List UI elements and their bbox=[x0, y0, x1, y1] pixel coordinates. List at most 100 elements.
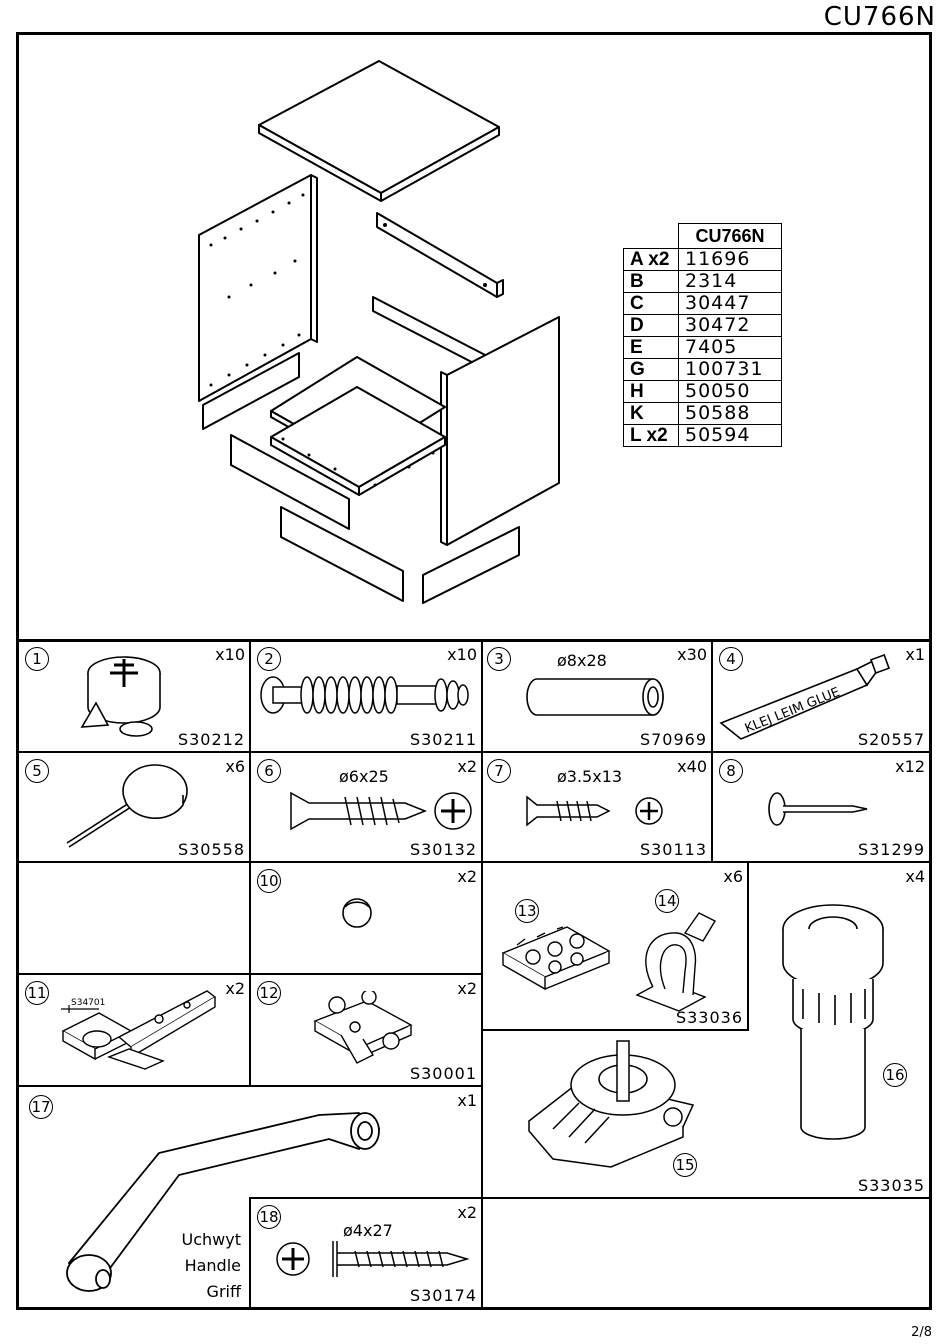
hardware-cell-8: 8 x12 S31299 bbox=[713, 753, 929, 861]
item-quantity: x2 bbox=[457, 757, 477, 776]
hardware-cell-4: 4 x1 KLEJ LEIM GLUE S20557 bbox=[713, 641, 929, 751]
item-quantity: x30 bbox=[677, 645, 707, 664]
item-quantity: x40 bbox=[677, 757, 707, 776]
grid-divider bbox=[711, 639, 713, 861]
part-key: D bbox=[623, 314, 679, 337]
item-number: 12 bbox=[257, 981, 281, 1005]
handle-caption: Uchwyt Handle Griff bbox=[169, 1227, 241, 1305]
page-number: 2/8 bbox=[911, 1325, 932, 1340]
item-number: 13 bbox=[515, 899, 539, 923]
item-code: S33035 bbox=[857, 1176, 925, 1195]
hardware-cell-10: 10 x2 bbox=[251, 863, 481, 973]
parts-table-title: CU766N bbox=[678, 223, 782, 249]
grid-divider bbox=[249, 1197, 929, 1199]
hardware-cell-2: 2 x10 S30211 bbox=[251, 641, 481, 751]
grid-divider bbox=[481, 639, 483, 1307]
item-code: S30174 bbox=[409, 1286, 477, 1305]
item-number: 7 bbox=[487, 759, 511, 783]
part-key: A x2 bbox=[623, 248, 679, 271]
handle-label-de: Griff bbox=[206, 1282, 241, 1301]
plinth-clip-drawing bbox=[635, 912, 716, 1012]
part-key: H bbox=[623, 380, 679, 403]
cam-lock-drawing bbox=[80, 656, 161, 737]
item-quantity: x10 bbox=[215, 645, 245, 664]
part-value: 30447 bbox=[678, 292, 782, 315]
part-value: 50050 bbox=[678, 380, 782, 403]
grid-divider bbox=[481, 1029, 747, 1031]
part-key: G bbox=[623, 358, 679, 381]
hardware-cell-1: 1 x10 S30212 bbox=[19, 641, 249, 751]
part-key: B bbox=[623, 270, 679, 293]
item-quantity: x2 bbox=[225, 979, 245, 998]
item-code: S30132 bbox=[409, 840, 477, 859]
item-number: 5 bbox=[25, 759, 49, 783]
item-quantity: x4 bbox=[905, 867, 925, 886]
item-number: 18 bbox=[257, 1205, 281, 1229]
grid-divider bbox=[249, 639, 251, 1085]
bumper-drawing bbox=[342, 898, 372, 928]
item-quantity: x6 bbox=[723, 867, 743, 886]
grid-divider bbox=[19, 1085, 481, 1087]
item-number: 17 bbox=[29, 1095, 53, 1119]
item-dimension: ø6x25 bbox=[339, 767, 389, 786]
part-key: K bbox=[623, 402, 679, 425]
part-value: 50594 bbox=[678, 424, 782, 447]
handle-label-en: Handle bbox=[184, 1256, 241, 1275]
part-value: 100731 bbox=[678, 358, 782, 381]
part-key: E bbox=[623, 336, 679, 359]
screw-4x27-drawing bbox=[276, 1241, 470, 1277]
hardware-cell-5: 5 x6 S30558 bbox=[19, 753, 249, 861]
item-code: S31299 bbox=[857, 840, 925, 859]
handle-drawing bbox=[66, 1112, 381, 1292]
part-key: L x2 bbox=[623, 424, 679, 447]
nail-drawing bbox=[768, 792, 868, 826]
item-number: 2 bbox=[257, 647, 281, 671]
item-number: 8 bbox=[719, 759, 743, 783]
cabinet-exploded-drawing bbox=[198, 60, 560, 604]
item-code: S30001 bbox=[409, 1064, 477, 1083]
hardware-cell-7: 7 ø3.5x13 x40 S30113 bbox=[483, 753, 711, 861]
item-quantity: x2 bbox=[457, 867, 477, 886]
item-number: 14 bbox=[655, 889, 679, 913]
item-quantity: x2 bbox=[457, 1203, 477, 1222]
part-value: 7405 bbox=[678, 336, 782, 359]
handle-label-pl: Uchwyt bbox=[181, 1230, 241, 1249]
part-key: C bbox=[623, 292, 679, 315]
screw-3-5x13-drawing bbox=[526, 795, 663, 827]
part-value: 11696 bbox=[678, 248, 782, 271]
grid-divider bbox=[747, 861, 749, 1031]
part-value: 30472 bbox=[678, 314, 782, 337]
document-code: CU766N bbox=[823, 2, 936, 32]
glide-pin-drawing bbox=[66, 764, 188, 848]
item-quantity: x2 bbox=[457, 979, 477, 998]
connector-bolt-drawing bbox=[260, 676, 469, 714]
hardware-cell-3: 3 ø8x28 x30 S70969 bbox=[483, 641, 711, 751]
hardware-cell-18: 18 ø4x27 x2 S30174 bbox=[251, 1199, 481, 1307]
grid-divider bbox=[19, 751, 929, 753]
item-number: 11 bbox=[25, 981, 49, 1005]
item-code: S20557 bbox=[857, 730, 925, 749]
glue-tube-drawing: KLEJ LEIM GLUE bbox=[719, 654, 890, 740]
item-quantity: x1 bbox=[905, 645, 925, 664]
item-code: S33036 bbox=[675, 1008, 743, 1027]
screw-6x25-drawing bbox=[290, 791, 472, 831]
item-number: 15 bbox=[673, 1153, 697, 1177]
hardware-cell-17: 17 x1 Uchwyt Handle Griff bbox=[19, 1087, 481, 1307]
item-code: S30212 bbox=[177, 730, 245, 749]
hardware-cell-12: 12 x2 S30001 bbox=[251, 975, 481, 1085]
item-dimension: ø8x28 bbox=[557, 651, 607, 670]
hinge-screw-code: S34701 bbox=[71, 998, 105, 1008]
item-number: 1 bbox=[25, 647, 49, 671]
item-number: 3 bbox=[487, 647, 511, 671]
part-value: 50588 bbox=[678, 402, 782, 425]
